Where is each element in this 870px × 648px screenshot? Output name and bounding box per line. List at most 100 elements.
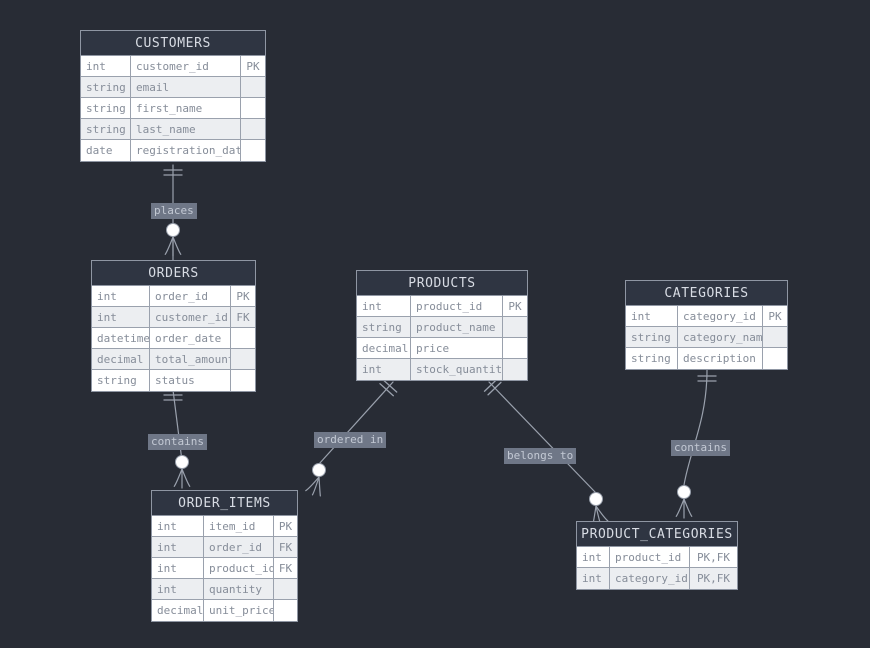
attribute-type: string bbox=[81, 77, 131, 97]
attribute-key: PK bbox=[236, 290, 250, 303]
attribute-type: date bbox=[81, 140, 131, 161]
attribute-name: registration_date bbox=[131, 140, 241, 161]
crowsfoot-orders bbox=[164, 236, 174, 255]
attribute-key bbox=[241, 98, 265, 118]
attribute-type: int bbox=[577, 568, 610, 589]
attribute-type: string bbox=[81, 119, 131, 139]
entity-title-orders: ORDERS bbox=[92, 261, 255, 286]
crowsfoot-productcategories-left bbox=[595, 505, 609, 522]
marker-products-exactly-one-left bbox=[382, 379, 398, 393]
edge-categories-productcategories bbox=[683, 369, 708, 486]
attribute-type: string bbox=[81, 98, 131, 118]
attribute-type: int bbox=[357, 296, 411, 316]
marker-productcategories-zero-or-one-right bbox=[677, 485, 691, 499]
attribute-type: string bbox=[626, 327, 678, 347]
attribute-type: string bbox=[92, 370, 150, 391]
attribute-name: item_id bbox=[204, 516, 274, 536]
attribute-name: customer_id bbox=[150, 307, 231, 327]
attribute-type: decimal bbox=[152, 600, 204, 621]
attribute-key bbox=[503, 317, 527, 337]
attribute-key: PK,FK bbox=[696, 572, 731, 585]
attribute-name: last_name bbox=[131, 119, 241, 139]
attribute-key: FK bbox=[236, 311, 250, 324]
crowsfoot-productcategories-right bbox=[683, 498, 693, 517]
edge-products-productcategories bbox=[488, 381, 597, 494]
attribute-key: PK bbox=[768, 310, 782, 323]
attribute-name: total_amount bbox=[150, 349, 231, 369]
attribute-type: int bbox=[92, 286, 150, 306]
attribute-type: string bbox=[357, 317, 411, 337]
attribute-name: category_id bbox=[678, 306, 763, 326]
relationship-label-ordered-in: ordered in bbox=[314, 432, 387, 448]
attribute-name: stock_quantity bbox=[411, 359, 503, 380]
marker-products-exactly-one-right bbox=[487, 381, 502, 396]
attribute-name: customer_id bbox=[131, 56, 241, 76]
crowsfoot-orderitems-right bbox=[318, 476, 321, 497]
attribute-type: string bbox=[626, 348, 678, 369]
marker-productcategories-zero-or-one-left bbox=[589, 492, 603, 506]
attribute-key: PK,FK bbox=[696, 551, 731, 564]
relationship-label-belongs-to: belongs to bbox=[504, 448, 577, 464]
attribute-name: unit_price bbox=[204, 600, 274, 621]
attribute-name: order_id bbox=[150, 286, 231, 306]
attribute-name: product_id bbox=[411, 296, 503, 316]
attribute-type: decimal bbox=[357, 338, 411, 358]
attribute-key bbox=[231, 370, 255, 391]
attribute-name: product_id bbox=[610, 547, 690, 567]
attribute-key bbox=[503, 338, 527, 358]
crowsfoot-productcategories-right bbox=[675, 498, 685, 517]
edge-products-orderitems bbox=[318, 381, 394, 465]
attribute-name: product_name bbox=[411, 317, 503, 337]
crowsfoot-orders bbox=[172, 236, 182, 255]
attribute-name: order_date bbox=[150, 328, 231, 348]
attribute-key bbox=[763, 327, 787, 347]
relationship-label-contains-oi: contains bbox=[148, 434, 207, 450]
attribute-key bbox=[274, 579, 297, 599]
marker-orderitems-zero-or-one-right bbox=[312, 463, 326, 477]
entity-title-order_items: ORDER_ITEMS bbox=[152, 491, 297, 516]
attribute-name: quantity bbox=[204, 579, 274, 599]
attribute-type: int bbox=[152, 558, 204, 578]
marker-orders-zero-or-one bbox=[166, 223, 180, 237]
entity-title-products: PRODUCTS bbox=[357, 271, 527, 296]
attribute-key bbox=[241, 119, 265, 139]
entity-title-categories: CATEGORIES bbox=[626, 281, 787, 306]
attribute-key: PK bbox=[246, 60, 260, 73]
attribute-name: status bbox=[150, 370, 231, 391]
marker-products-exactly-one-left bbox=[379, 383, 394, 397]
crowsfoot-orderitems-right bbox=[305, 476, 320, 492]
attribute-name: email bbox=[131, 77, 241, 97]
attribute-key bbox=[241, 77, 265, 97]
attribute-name: category_name bbox=[678, 327, 763, 347]
attribute-key bbox=[231, 328, 255, 348]
attribute-key: FK bbox=[278, 562, 293, 575]
relationship-label-places: places bbox=[151, 203, 197, 219]
